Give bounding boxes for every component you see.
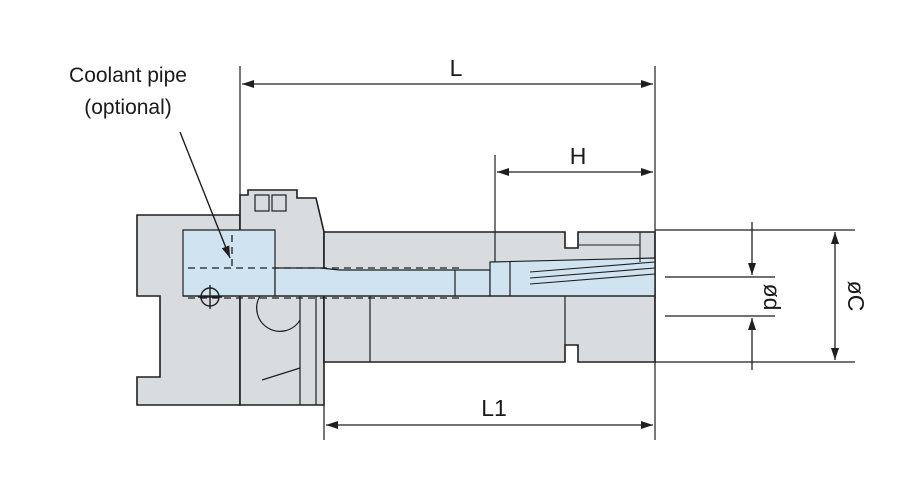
callout-line-2: (optional) bbox=[84, 96, 172, 119]
coolant-port-symbol bbox=[198, 285, 222, 309]
dimension-label-d: ød bbox=[759, 284, 785, 311]
collet-lines bbox=[529, 232, 656, 285]
dimension-label-C: øC bbox=[843, 281, 869, 312]
dimension-label-L: L bbox=[450, 55, 463, 81]
holder-details bbox=[183, 194, 655, 405]
dimension-label-H: H bbox=[570, 143, 587, 169]
callout-leader bbox=[179, 131, 231, 259]
extension-lines bbox=[239, 66, 855, 440]
callout-line-1: Coolant pipe bbox=[69, 64, 187, 87]
coolant-pipe bbox=[188, 235, 460, 299]
dimension-label-L1: L1 bbox=[481, 395, 507, 421]
dimension-lines bbox=[242, 80, 839, 429]
